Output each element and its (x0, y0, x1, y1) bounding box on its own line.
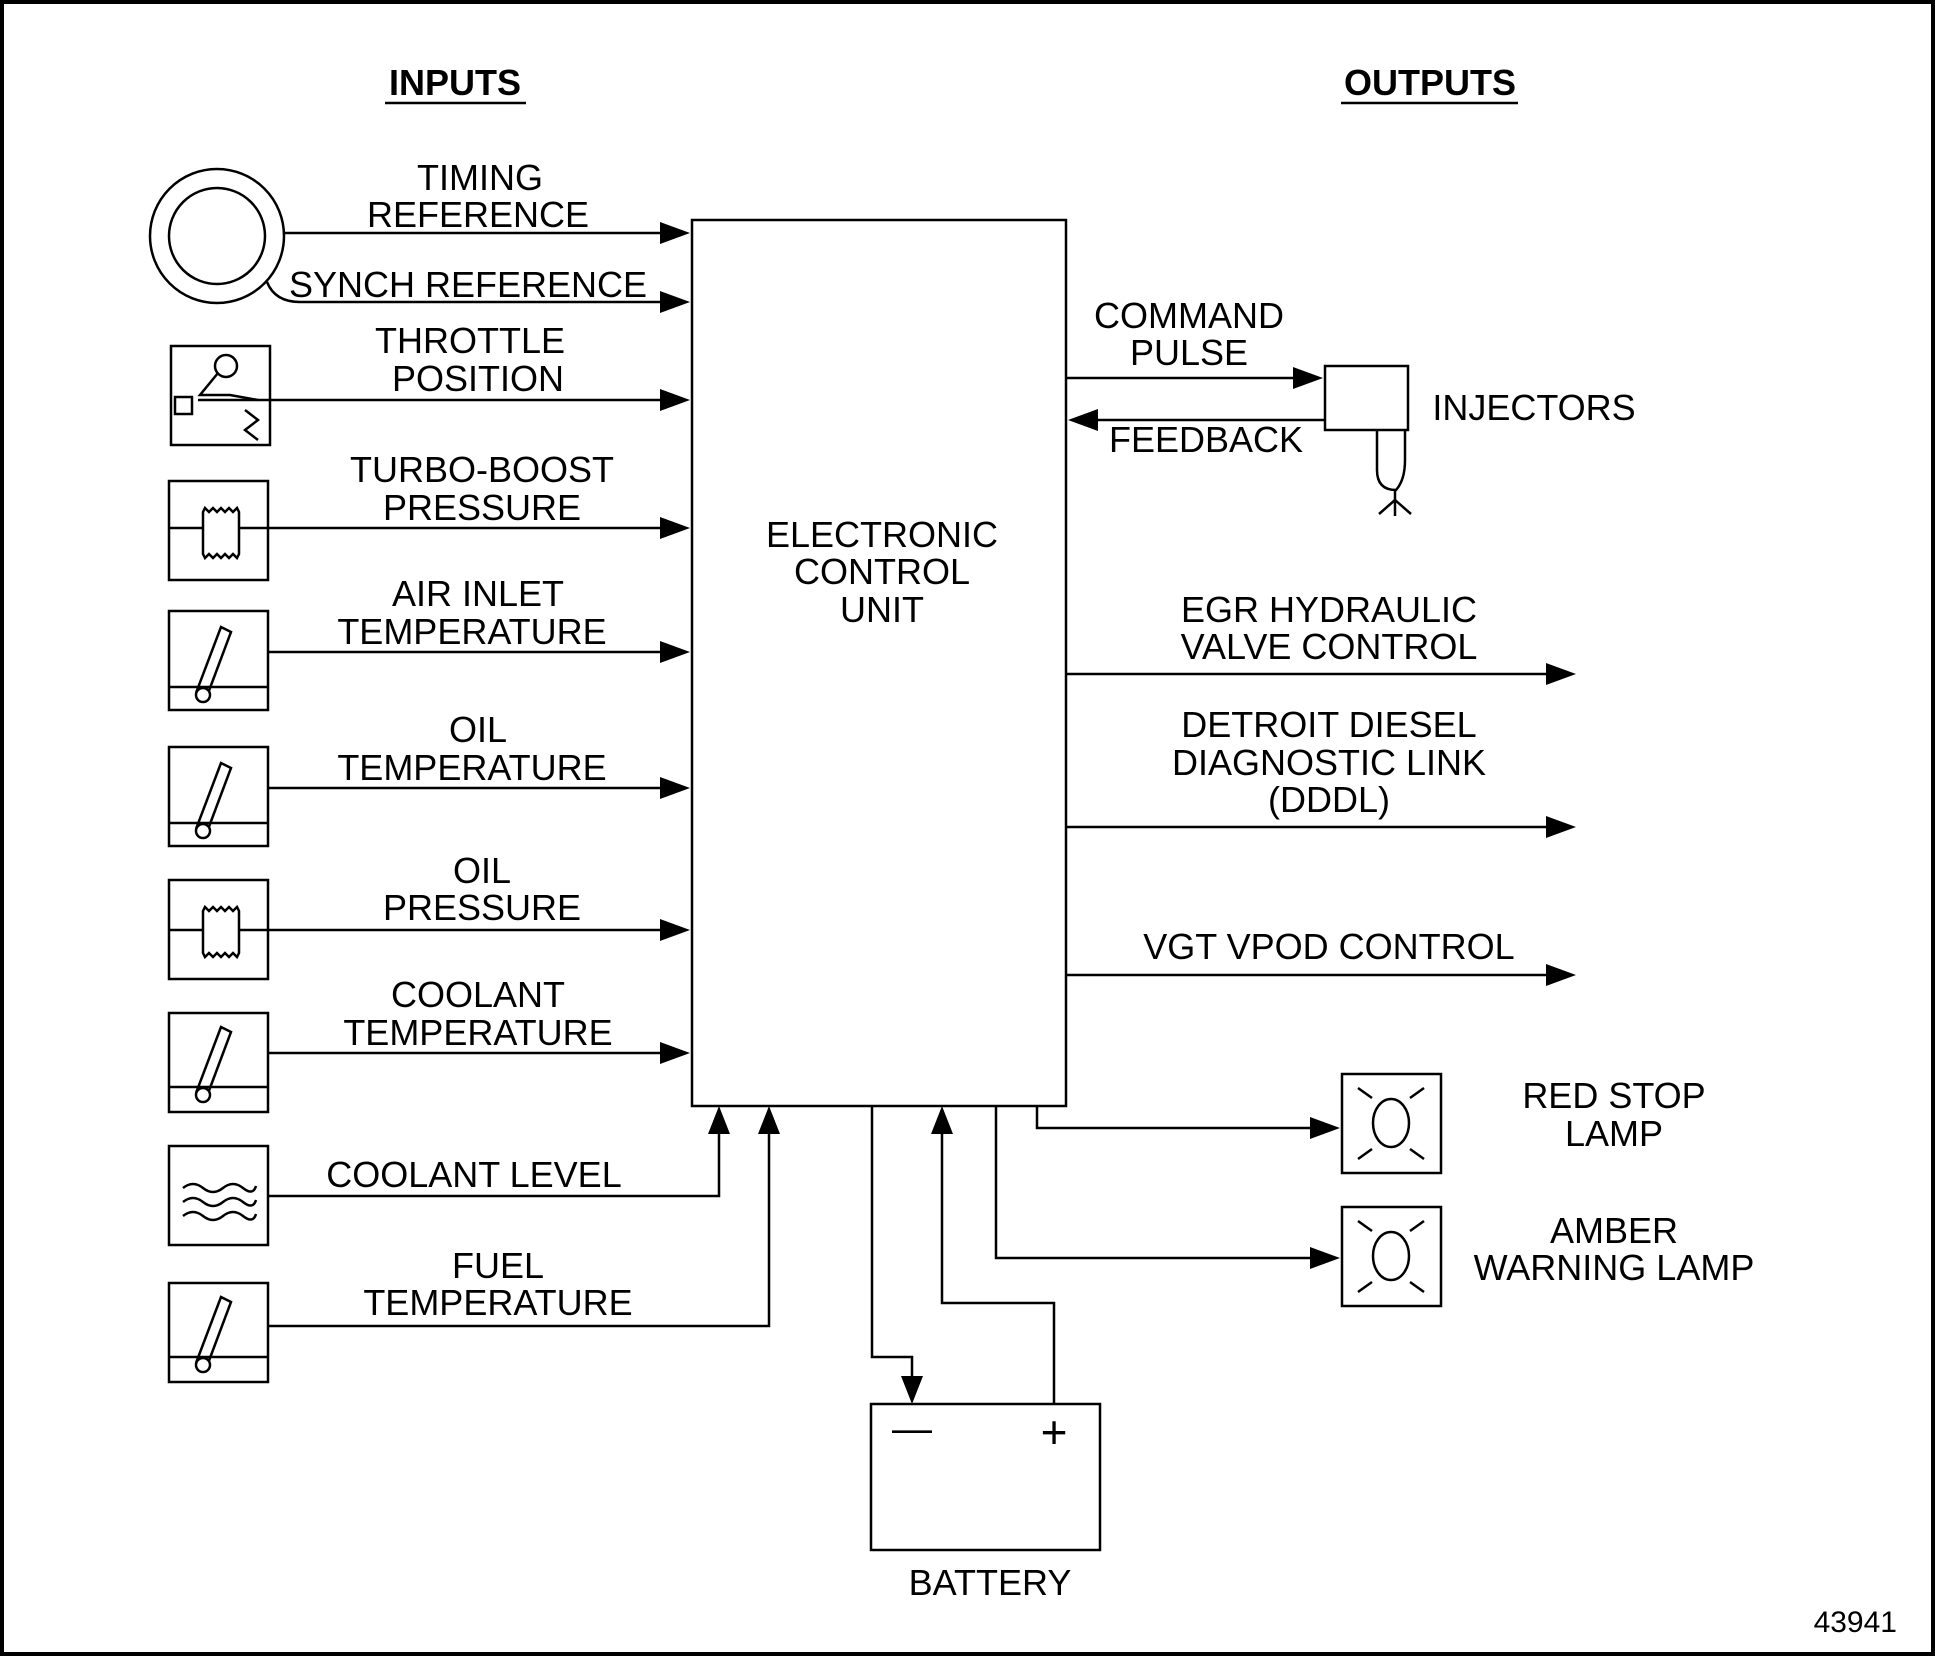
egr-label-2: VALVE CONTROL (1181, 626, 1478, 667)
amber-label-1: AMBER (1550, 1210, 1678, 1251)
amber-arrow (1310, 1247, 1340, 1269)
dddl-arrow (1546, 816, 1576, 838)
amber-line (994, 1106, 1312, 1260)
vgt-label: VGT VPOD CONTROL (1143, 926, 1514, 967)
ecu-label-2: CONTROL (794, 551, 970, 592)
oil-temp-label-1: OIL (449, 709, 507, 750)
injectors-label: INJECTORS (1432, 387, 1635, 428)
timing-arrow (660, 222, 690, 244)
coolant-level-label: COOLANT LEVEL (326, 1154, 621, 1195)
throttle-arrow (660, 389, 690, 411)
battery-positive-line (940, 1132, 1056, 1404)
fuel-temp-label-1: FUEL (452, 1245, 544, 1286)
air-inlet-label-1: AIR INLET (392, 573, 564, 614)
dddl-label-1: DETROIT DIESEL (1181, 704, 1476, 745)
coolant-temp-sensor-icon (167, 1011, 270, 1114)
egr-arrow (1546, 663, 1576, 685)
coolant-level-line (268, 1130, 721, 1198)
coolant-temp-label-2: TEMPERATURE (343, 1012, 612, 1053)
dddl-label-3: (DDDL) (1268, 779, 1390, 820)
battery-minus-sign: — (892, 1407, 932, 1451)
amber-warning-lamp-icon (1340, 1205, 1443, 1308)
coolant-level-arrow (708, 1106, 730, 1134)
throttle-label-1: THROTTLE (375, 320, 565, 361)
battery-negative-arrow (901, 1376, 923, 1404)
fuel-temp-line (268, 1130, 771, 1328)
coolant-level-sensor-icon (167, 1144, 270, 1247)
battery-box (869, 1402, 1102, 1552)
throttle-sensor-icon (169, 344, 272, 447)
amber-label-2: WARNING LAMP (1474, 1247, 1755, 1288)
command-pulse-label-2: PULSE (1130, 332, 1248, 373)
synch-line (265, 281, 666, 304)
battery-positive-arrow (931, 1106, 953, 1134)
battery-negative-line (870, 1106, 914, 1380)
red-stop-label-2: LAMP (1565, 1113, 1663, 1154)
command-pulse-label-1: COMMAND (1094, 295, 1284, 336)
ecu-box (690, 218, 1068, 1108)
turbo-pressure-sensor-icon (167, 479, 270, 582)
timing-label-2: REFERENCE (367, 194, 589, 235)
injector-icon (1323, 364, 1412, 516)
synch-arrow (660, 291, 690, 313)
feedback-arrow (1068, 409, 1098, 431)
vgt-arrow (1546, 964, 1576, 986)
coolant-temp-label-1: COOLANT (391, 974, 565, 1015)
outputs-header: OUTPUTS (1344, 62, 1516, 103)
timing-label-1: TIMING (417, 157, 543, 198)
oil-pressure-label-1: OIL (453, 850, 511, 891)
oil-pressure-arrow (660, 919, 690, 941)
air-inlet-label-2: TEMPERATURE (337, 611, 606, 652)
turbo-label-1: TURBO-BOOST (350, 449, 614, 490)
coolant-temp-arrow (660, 1042, 690, 1064)
turbo-arrow (660, 517, 690, 539)
ecu-label-3: UNIT (840, 589, 924, 630)
fuel-temp-label-2: TEMPERATURE (363, 1282, 632, 1323)
battery-label: BATTERY (909, 1562, 1072, 1603)
ecu-label-1: ELECTRONIC (766, 514, 998, 555)
oil-temp-sensor-icon (167, 745, 270, 848)
battery-plus-sign: + (1041, 1406, 1068, 1458)
oil-temp-arrow (660, 777, 690, 799)
synch-label: SYNCH REFERENCE (289, 264, 647, 305)
turbo-label-2: PRESSURE (383, 487, 581, 528)
figure-number: 43941 (1814, 1606, 1897, 1639)
egr-label-1: EGR HYDRAULIC (1181, 589, 1477, 630)
command-pulse-arrow (1293, 367, 1323, 389)
red-stop-line (1035, 1106, 1312, 1130)
inputs-header: INPUTS (389, 62, 521, 103)
dddl-label-2: DIAGNOSTIC LINK (1172, 742, 1486, 783)
air-inlet-temp-sensor-icon (167, 609, 270, 712)
timing-sensor-icon (148, 167, 286, 305)
air-inlet-arrow (660, 641, 690, 663)
fuel-temp-sensor-icon (167, 1281, 270, 1384)
red-stop-label-1: RED STOP (1522, 1075, 1705, 1116)
oil-temp-label-2: TEMPERATURE (337, 747, 606, 788)
fuel-temp-arrow (758, 1106, 780, 1134)
oil-pressure-label-2: PRESSURE (383, 887, 581, 928)
red-stop-arrow (1310, 1117, 1340, 1139)
throttle-label-2: POSITION (392, 358, 564, 399)
feedback-label: FEEDBACK (1109, 419, 1303, 460)
red-stop-lamp-icon (1340, 1072, 1443, 1175)
